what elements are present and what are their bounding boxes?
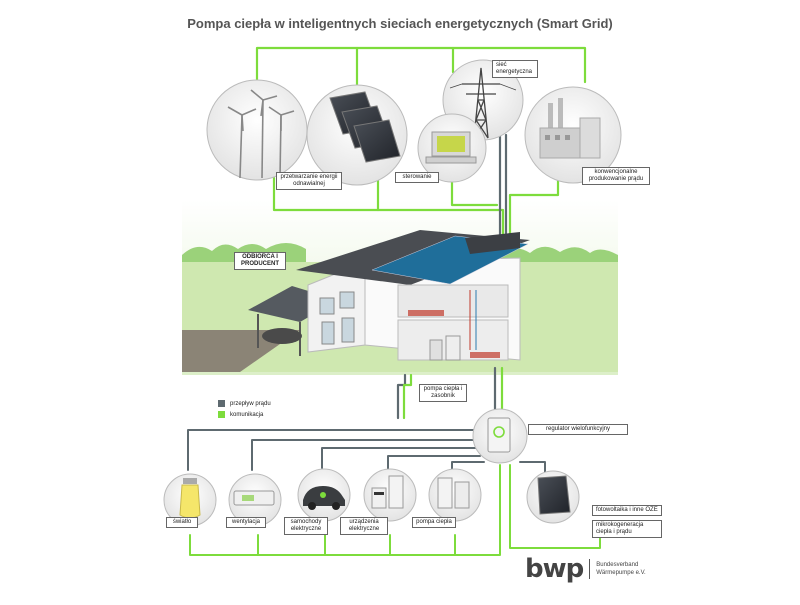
wind-circle xyxy=(206,79,308,181)
legend-item-power: przepływ prądu xyxy=(218,398,271,409)
label-regulator: regulator wielofunkcyjny xyxy=(528,424,628,435)
logo-line-1: Bundesverband xyxy=(596,562,639,568)
power-line-light xyxy=(187,429,479,471)
power-line-pv xyxy=(519,461,546,476)
comm-line-conventional xyxy=(508,170,560,242)
regulator-circle xyxy=(472,408,528,464)
legend-power-swatch xyxy=(218,400,225,407)
label-sterowanie: sterowanie xyxy=(395,172,439,183)
legend-comm-swatch xyxy=(218,411,225,418)
appliances-icon xyxy=(371,475,404,509)
label-samochody: samochody elektryczne xyxy=(284,517,328,535)
label-pompa-ciepla: pompa ciepła xyxy=(412,517,456,528)
label-mikrokogeneracja: mikrokogeneracja ciepła i prądu xyxy=(592,520,662,538)
label-urzadzenia: urządzenia elektryczne xyxy=(340,517,388,535)
label-siec-energetyczna: sieć energetyczna xyxy=(492,60,538,78)
heatpump-circle xyxy=(428,468,482,522)
label-konwencjonalne: konwencjonalne produkowanie prądu xyxy=(582,167,650,185)
legend: przepływ prądu komunikacja xyxy=(218,398,271,420)
heat-pump-unit xyxy=(429,339,443,361)
power-line-vent xyxy=(251,439,479,471)
car-icon xyxy=(262,328,302,344)
label-wentylacja: wentylacja xyxy=(226,517,266,528)
ventilation-circle xyxy=(228,473,282,527)
light-bulb-icon xyxy=(179,478,201,519)
power-line-pump xyxy=(396,373,407,420)
car-circle xyxy=(297,468,351,522)
control-circle xyxy=(417,113,487,183)
comm-line-pv xyxy=(509,464,601,549)
pv-circle xyxy=(526,470,580,524)
computer-icon xyxy=(425,131,477,164)
house-illustration xyxy=(248,230,530,361)
legend-item-comm: komunikacja xyxy=(218,409,271,420)
pv-panel-icon xyxy=(537,475,571,515)
power-line-appliance xyxy=(387,455,481,471)
storage-tank xyxy=(445,335,461,361)
legend-comm-label: komunikacja xyxy=(230,411,264,418)
solar-panel-icon xyxy=(329,91,401,163)
power-line-heatpump xyxy=(451,461,485,471)
label-pompa-zasobnik: pompa ciepła i zasobnik xyxy=(419,384,467,402)
conventional-circle xyxy=(524,86,622,184)
label-swiatlo: światło xyxy=(166,517,198,528)
heat-pump-icon xyxy=(437,477,470,509)
regulator-icon xyxy=(487,417,511,453)
comm-line-top xyxy=(255,46,587,84)
comm-line-renewable xyxy=(272,176,505,242)
electric-car-icon xyxy=(303,486,345,510)
legend-power-label: przepływ prądu xyxy=(230,400,271,407)
comm-line-pump xyxy=(402,373,413,420)
solar-circle xyxy=(306,84,408,186)
bwp-logo: bwp Bundesverband Wärmepumpe e.V. xyxy=(525,554,646,584)
appliance-circle xyxy=(363,468,417,522)
logo-divider xyxy=(589,559,591,579)
label-odbiorca-producent: ODBIORCA I PRODUCENT xyxy=(234,252,286,270)
wind-turbine-icon xyxy=(227,89,295,179)
power-line-car xyxy=(321,447,479,469)
logo-line-2: Wärmepumpe e.V. xyxy=(596,570,646,576)
bwp-logo-mark: bwp xyxy=(525,554,584,584)
comm-line-bottom xyxy=(189,464,501,556)
label-fotowoltaika: fotowoltaika i inne OZE xyxy=(592,505,662,516)
page-title: Pompa ciepła w inteligentnych sieciach e… xyxy=(187,16,613,31)
logo-text: Bundesverband Wärmepumpe e.V. xyxy=(596,561,645,577)
power-plant-icon xyxy=(539,98,601,159)
trees-right xyxy=(500,246,618,262)
label-przetwarzanie-energii: przetwarzanie energii odnawialnej xyxy=(276,172,342,190)
